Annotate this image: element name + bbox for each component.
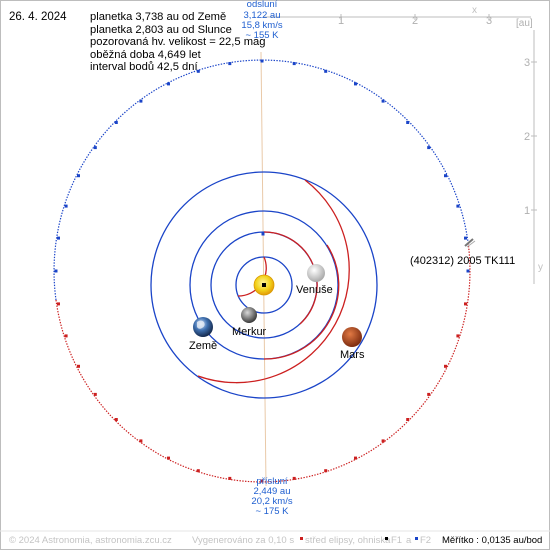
info-line-earth-distance: planetka 3,738 au od Země [90, 11, 227, 23]
earth-orbit-south-arc [263, 244, 340, 360]
legend-f2-label: F2 [420, 535, 431, 546]
orbit-interval-dot [444, 174, 447, 178]
orbit-interval-dot [64, 334, 68, 338]
footer-scale: Měřítko : 0,0135 au/bod [442, 535, 542, 546]
aphelion-speed: 15,8 km/s [241, 20, 282, 31]
mars-orbit-south-arc [197, 179, 350, 384]
mercury-icon [241, 307, 257, 323]
orbit-interval-dot [464, 236, 467, 240]
orbit-interval-dot [196, 469, 200, 473]
orbit-interval-dot [139, 99, 143, 103]
orbit-interval-dot [228, 62, 232, 66]
info-line-sun-distance: planetka 2,803 au od Slunce [90, 23, 232, 36]
legend-a-label: a [406, 535, 412, 546]
legend-center-marker [300, 537, 303, 540]
aphelion-title: odsluní [247, 0, 278, 10]
aphelion-temperature: ~ 155 K [245, 30, 279, 41]
orbit-interval-dot [381, 99, 385, 103]
x-tick-label: 3 [486, 15, 492, 27]
orbit-interval-dot [114, 121, 118, 124]
orbit-interval-dot [57, 236, 60, 240]
orbit-interval-dot [77, 174, 80, 178]
perihelion-speed: 20,2 km/s [251, 496, 292, 507]
info-line-interval: interval bodů 42,5 dní [90, 61, 198, 73]
orbit-interval-dot [57, 302, 60, 306]
perihelion-title: přísluní [256, 476, 288, 487]
legend-f2-marker [415, 537, 418, 540]
orbit-interval-dot [64, 204, 68, 208]
axis-unit-label: [au] [516, 18, 533, 29]
orbit-interval-dots [54, 59, 470, 483]
info-line-period: oběžná doba 4,649 let [90, 48, 201, 61]
focus-f1-marker [262, 283, 266, 287]
orbit-interval-dot [381, 439, 385, 443]
x-tick-label: 1 [338, 15, 344, 27]
aphelion-distance: 3,122 au [244, 10, 281, 21]
orbit-interval-dot [54, 269, 58, 273]
mars-orbit [150, 171, 378, 399]
asteroid-label: (402312) 2005 TK111 [410, 255, 515, 267]
orbit-interval-dot [260, 479, 264, 483]
orbit-interval-dot [406, 418, 410, 421]
y-tick-label: 2 [524, 131, 530, 143]
orbit-interval-dot [167, 82, 170, 86]
apsidal-line [260, 51, 267, 487]
orbit-interval-dot [167, 456, 170, 460]
legend-center-label: střed elipsy, ohniska [305, 535, 391, 546]
mars-icon [342, 327, 362, 347]
orbit-interval-dot [427, 146, 431, 150]
orbit-interval-dot [292, 62, 296, 66]
info-panel: planetka 3,738 au od Země planetka 2,803… [90, 11, 265, 74]
earth-label: Země [189, 340, 217, 352]
orbit-interval-dot [464, 302, 467, 306]
y-tick-label: 3 [524, 57, 530, 69]
date-label: 26. 4. 2024 [9, 11, 67, 23]
orbit-interval-dot [354, 82, 357, 86]
asteroid-marker-icon [464, 238, 476, 248]
orbit-interval-dot [324, 69, 328, 73]
orbit-interval-dot [196, 69, 200, 73]
orbit-interval-dot [444, 364, 447, 368]
mercury-label: Merkur [232, 326, 267, 338]
mars-label: Mars [340, 349, 365, 361]
legend-f1-marker [385, 537, 388, 540]
orbit-interval-dot [427, 392, 431, 396]
orbit-interval-dot [260, 59, 264, 63]
orbit-interval-dot [406, 121, 410, 124]
orbit-interval-dot [324, 469, 328, 473]
orbit-interval-dot [77, 364, 80, 368]
asteroid-orbit-aphelion-arc [53, 59, 469, 301]
orbit-interval-dot [93, 392, 97, 396]
perihelion-distance: 2,449 au [254, 486, 291, 497]
orbit-interval-dot [456, 334, 460, 338]
orbit-interval-dot [466, 269, 470, 273]
footer-copyright: © 2024 Astronomia, astronomia.zcu.cz [9, 535, 172, 546]
orbit-interval-dot [93, 146, 97, 150]
earth-clouds-decoration [197, 320, 205, 329]
orbit-interval-dot [292, 476, 296, 480]
orbit-interval-dot [114, 418, 118, 421]
info-line-magnitude: pozorovaná hv. velikost = 22,5 mag [90, 36, 266, 48]
footer-generated: Vygenerováno za 0,10 s [192, 535, 294, 546]
x-axis-letter: x [472, 5, 477, 16]
y-tick-label: 1 [524, 205, 530, 217]
x-tick-label: 2 [412, 15, 418, 27]
orbit-interval-dot [456, 204, 460, 208]
venus-icon [307, 264, 325, 282]
orbit-interval-dot [228, 476, 232, 480]
node-marker [261, 232, 265, 236]
orbit-interval-dot [354, 456, 357, 460]
venus-label: Venuše [296, 284, 333, 296]
orbit-interval-dot [139, 439, 143, 443]
perihelion-temperature: ~ 175 K [255, 506, 289, 517]
legend-f1-label: F1 [391, 535, 402, 546]
asteroid-orbit-perihelion-arc [55, 241, 471, 483]
y-axis-letter: y [538, 262, 543, 273]
